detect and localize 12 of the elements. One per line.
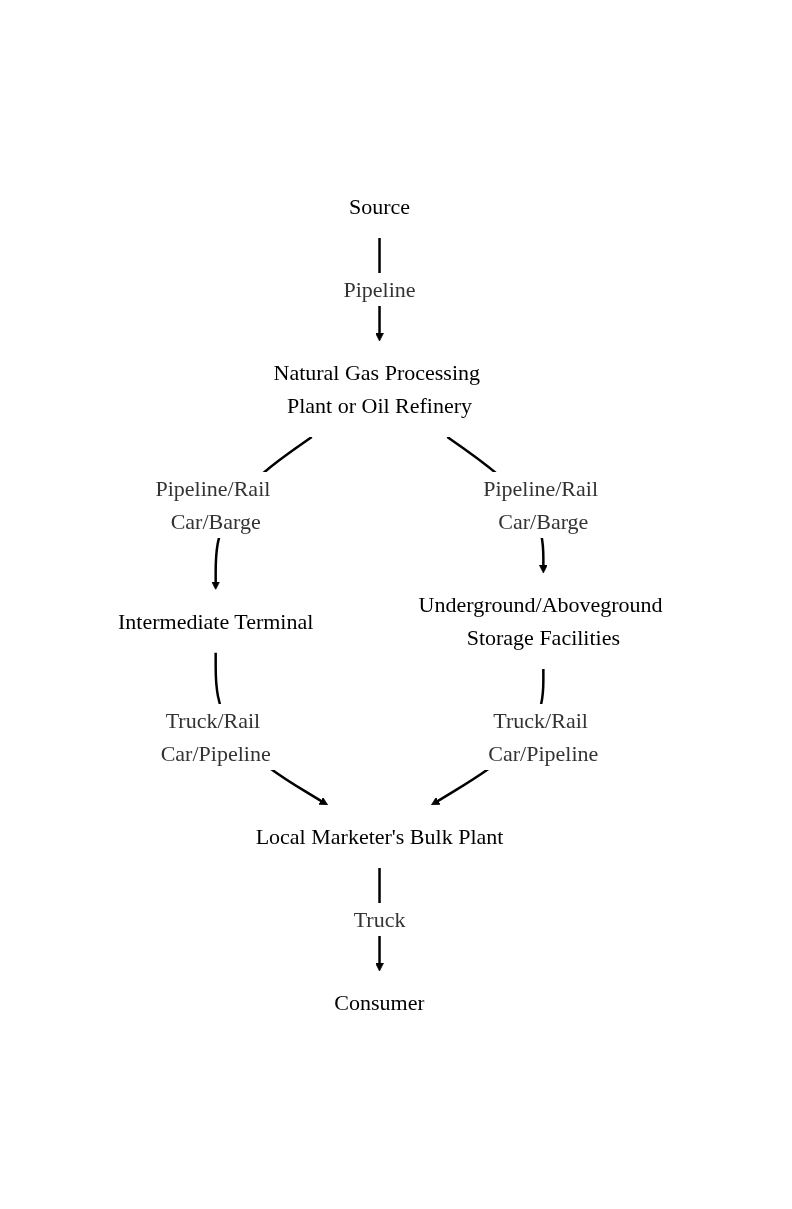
node-text: Local Marketer's Bulk Plant [255,824,504,849]
node-text: Natural Gas Processing Plant or Oil Refinery [273,360,481,418]
node-text: Source [349,194,411,219]
edge-label: Truck [353,907,406,932]
edge-label: Pipeline [343,277,416,302]
node-text: Intermediate Terminal [118,608,314,634]
edge-label: Truck/Rail Car/Pipeline [488,708,599,766]
edge-label: Pipeline/Rail Car/Barge [483,476,599,534]
node-text: Consumer [334,990,426,1015]
node-text: Underground/Aboveground Storage Facilities [418,592,663,650]
edge-label: Truck/Rail Car/Pipeline [160,708,271,766]
edge-label: Pipeline/Rail Car/Barge [155,476,271,534]
